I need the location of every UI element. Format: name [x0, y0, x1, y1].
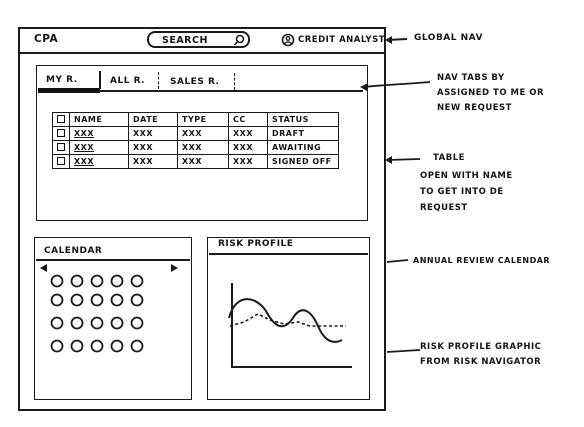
requests-table: NAME DATE TYPE CC STATUS xxx xxx xxx xxx… — [52, 112, 339, 169]
risk-title-rule — [209, 253, 368, 255]
tab-divider — [99, 71, 101, 89]
calendar-day[interactable] — [110, 339, 124, 353]
search-icon — [233, 34, 245, 46]
name-link[interactable]: xxx — [69, 154, 129, 169]
annotation-risk: FROM RISK NAVIGATOR — [420, 357, 542, 367]
calendar-title-rule — [36, 259, 190, 261]
table-row[interactable]: xxx xxx xxx xxx AWAITING — [52, 140, 339, 155]
calendar-day[interactable] — [70, 274, 84, 288]
risk-curve-line — [228, 298, 343, 343]
requests-panel — [36, 65, 368, 221]
tab-divider — [158, 72, 159, 89]
calendar-panel — [34, 237, 192, 400]
calendar-day[interactable] — [90, 316, 104, 330]
search-box[interactable]: SEARCH — [147, 31, 250, 48]
calendar-title: CALENDAR — [44, 246, 103, 256]
calendar-day[interactable] — [50, 274, 64, 288]
calendar-day[interactable] — [130, 316, 144, 330]
annotation-nav-tabs: ASSIGNED TO ME OR — [437, 88, 544, 98]
app-title[interactable]: CPA — [34, 33, 59, 45]
annotation-risk: RISK PROFILE GRAPHIC — [420, 342, 542, 352]
triangle-left-icon[interactable] — [40, 264, 48, 273]
calendar-day[interactable] — [50, 316, 64, 330]
active-tab-indicator — [38, 88, 100, 93]
calendar-day[interactable] — [70, 316, 84, 330]
tab-divider — [234, 73, 235, 90]
wireframe-frame — [18, 27, 386, 411]
user-avatar-icon[interactable] — [281, 33, 295, 47]
annotation-nav-tabs: NAV TABS BY — [437, 73, 505, 83]
status-cell: SIGNED OFF — [267, 154, 339, 169]
calendar-day[interactable] — [90, 293, 104, 307]
annotation-table: TABLE — [433, 153, 465, 163]
annotation-calendar: ANNUAL REVIEW CALENDAR — [413, 256, 551, 265]
calendar-day[interactable] — [110, 274, 124, 288]
triangle-right-icon[interactable] — [171, 264, 179, 273]
tab-all-requests[interactable]: ALL R. — [110, 76, 146, 86]
calendar-day[interactable] — [90, 339, 104, 353]
annotation-global-nav: GLOBAL NAV — [414, 33, 483, 43]
row-checkbox[interactable] — [52, 154, 70, 169]
annotation-table: REQUEST — [420, 203, 468, 213]
tab-my-requests[interactable]: MY R. — [46, 75, 78, 85]
tab-bar-rule — [38, 90, 363, 92]
search-label: SEARCH — [162, 35, 208, 46]
calendar-day[interactable] — [130, 274, 144, 288]
calendar-day[interactable] — [130, 339, 144, 353]
risk-threshold-line — [229, 313, 346, 327]
calendar-day[interactable] — [70, 339, 84, 353]
global-nav-bar — [20, 27, 384, 54]
calendar-day[interactable] — [110, 316, 124, 330]
risk-profile-title: RISK PROFILE — [218, 239, 294, 249]
table-row[interactable]: xxx xxx xxx xxx SIGNED OFF — [52, 154, 339, 169]
annotation-nav-tabs: NEW REQUEST — [437, 103, 512, 113]
role-label: CREDIT ANALYST — [298, 35, 386, 45]
calendar-day[interactable] — [110, 293, 124, 307]
annotation-table: TO GET INTO DE — [420, 187, 504, 197]
calendar-day[interactable] — [70, 293, 84, 307]
calendar-day[interactable] — [50, 339, 64, 353]
tab-sales-requests[interactable]: SALES R. — [170, 77, 220, 87]
calendar-day[interactable] — [50, 293, 64, 307]
calendar-day[interactable] — [90, 274, 104, 288]
calendar-day[interactable] — [130, 293, 144, 307]
risk-profile-panel — [207, 237, 370, 400]
annotation-table: OPEN WITH NAME — [420, 171, 513, 181]
